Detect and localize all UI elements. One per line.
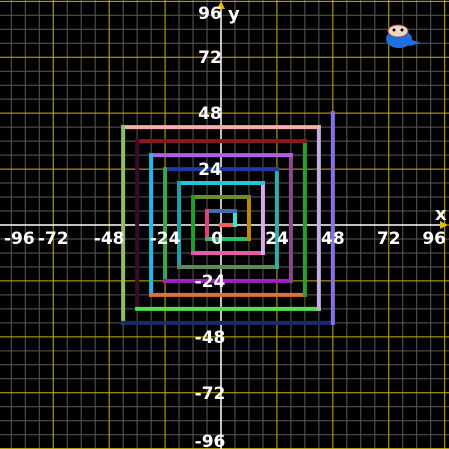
x-tick-label: 72 [377, 229, 401, 249]
y-tick-label: -96 [195, 432, 226, 449]
x-tick-label: 0 [211, 229, 223, 249]
x-tick-label: -48 [94, 229, 125, 249]
y-tick-label: -72 [195, 384, 226, 404]
x-tick-label: -96 [4, 229, 35, 249]
bird-head [387, 24, 409, 38]
y-tick-label: -24 [195, 272, 226, 292]
bird-eye [392, 28, 396, 32]
x-axis-label: x [435, 204, 447, 225]
y-tick-label: 48 [198, 104, 222, 124]
x-tick-label: 48 [321, 229, 345, 249]
bird-tail [409, 39, 421, 46]
spiral-path [121, 111, 335, 325]
y-axis-arrow-icon [217, 1, 225, 9]
blue-bird-icon[interactable] [386, 24, 421, 48]
y-tick-label: 96 [198, 4, 222, 24]
y-tick-label: 24 [198, 160, 222, 180]
y-axis-label: y [228, 4, 240, 25]
y-tick-label: 72 [198, 48, 222, 68]
x-tick-label: 24 [265, 229, 289, 249]
x-tick-label: -72 [38, 229, 69, 249]
x-tick-label: -24 [150, 229, 181, 249]
y-tick-label: -48 [195, 328, 226, 348]
x-axis-arrow-icon [440, 221, 448, 229]
x-tick-label: 96 [422, 229, 446, 249]
bird-eye [400, 28, 404, 32]
